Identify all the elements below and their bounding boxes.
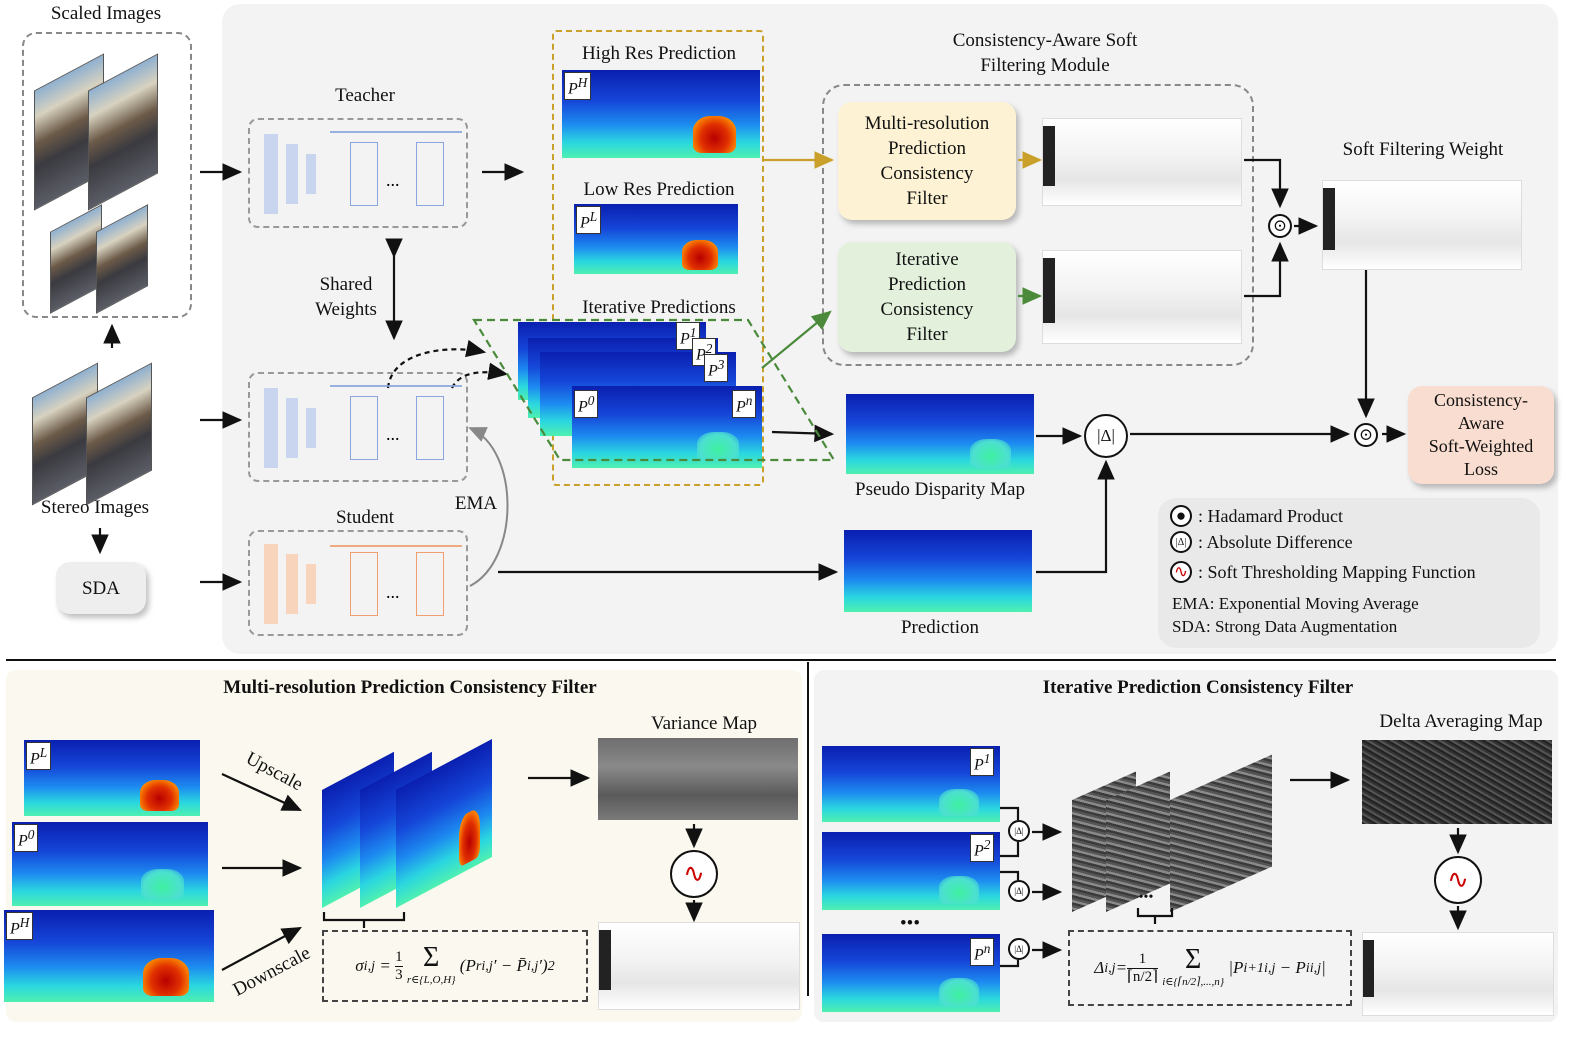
pl-label: PL bbox=[576, 206, 602, 235]
hadamard-node-top: ⊙ bbox=[1268, 214, 1292, 238]
variance-map bbox=[598, 738, 798, 820]
teacher-network bbox=[248, 118, 468, 228]
student-ellipsis: ... bbox=[386, 582, 400, 602]
iterative-label: Iterative Predictions bbox=[582, 297, 736, 318]
pseudo-disparity-map bbox=[846, 394, 1034, 474]
br-p1-label: P1 bbox=[970, 748, 995, 777]
scaled-images-label: Scaled Images bbox=[50, 3, 162, 24]
student-network-shared bbox=[248, 372, 468, 482]
legend-soft: ∿ : Soft Thresholding Mapping Function bbox=[1170, 561, 1476, 583]
bl-p0-label: P0 bbox=[14, 824, 39, 853]
bl-output-map bbox=[598, 922, 800, 1010]
student-network bbox=[248, 530, 468, 636]
p0-map bbox=[12, 822, 208, 906]
variance-map-label: Variance Map bbox=[650, 713, 758, 734]
legend-hadamard: ● : Hadamard Product bbox=[1170, 505, 1343, 527]
br-dots: ••• bbox=[900, 913, 920, 934]
legend-panel bbox=[1158, 498, 1540, 648]
p1-label: P1 bbox=[676, 322, 701, 351]
prediction-map bbox=[844, 530, 1032, 612]
soft-filtering-weight-map bbox=[1322, 180, 1522, 270]
delta-averaging-map bbox=[1362, 740, 1552, 824]
legend-ema: EMA: Exponential Moving Average bbox=[1172, 594, 1419, 613]
hadamard-node-loss: ⊙ bbox=[1354, 423, 1378, 447]
multi-resolution-filter: Multi-resolution Prediction Consistency … bbox=[838, 102, 1016, 220]
pn-label: Pn bbox=[732, 390, 757, 419]
br-pn-label: Pn bbox=[970, 938, 995, 967]
soft-threshold-node-left: ∿ bbox=[670, 850, 718, 898]
p0-label: P0 bbox=[574, 390, 599, 419]
shared-weights-label: Shared Weights bbox=[315, 274, 377, 320]
br-absdiff-1: |Δ| bbox=[1008, 820, 1030, 842]
teacher-ellipsis: ... bbox=[386, 170, 400, 190]
hadamard-icon: ● bbox=[1170, 505, 1192, 527]
iterative-prediction-filter: Iterative Prediction Consistency Filter bbox=[838, 242, 1016, 352]
loss-box: Consistency- Aware Soft-Weighted Loss bbox=[1408, 386, 1554, 484]
teacher-predictions-group bbox=[552, 30, 764, 486]
module-title: Consistency-Aware Soft Filtering Module bbox=[952, 30, 1138, 76]
pseudo-disparity-label: Pseudo Disparity Map bbox=[855, 479, 1025, 500]
br-absdiff-2: |Δ| bbox=[1008, 880, 1030, 902]
scaled-images-group bbox=[22, 32, 192, 318]
high-res-label: High Res Prediction bbox=[581, 43, 737, 64]
br-output-map bbox=[1362, 932, 1554, 1016]
bl-ph-label: PH bbox=[6, 912, 34, 941]
ema-label: EMA bbox=[454, 493, 498, 514]
teacher-label: Teacher bbox=[335, 85, 395, 106]
soft-threshold-node-right: ∿ bbox=[1434, 856, 1482, 904]
multi-res-weight-map bbox=[1042, 118, 1242, 206]
student-label: Student bbox=[335, 507, 395, 528]
prediction-label: Prediction bbox=[900, 617, 980, 638]
abs-diff-node: |Δ| bbox=[1084, 414, 1128, 458]
soft-threshold-icon: ∿ bbox=[1170, 561, 1192, 583]
delta-averaging-label: Delta Averaging Map bbox=[1379, 711, 1543, 732]
br-p2-label: P2 bbox=[970, 834, 995, 863]
low-res-prediction bbox=[574, 204, 738, 274]
bottom-right-title: Iterative Prediction Consistency Filter bbox=[1042, 677, 1354, 698]
sda-label: SDA bbox=[81, 577, 120, 599]
br-delta-dots: ••• bbox=[1138, 890, 1154, 905]
student-shared-ellipsis: ... bbox=[386, 424, 400, 444]
iterative-prediction-n bbox=[572, 386, 762, 468]
stereo-images-label: Stereo Images bbox=[40, 497, 150, 518]
p3-label: P3 bbox=[704, 354, 729, 383]
low-res-label: Low Res Prediction bbox=[583, 179, 735, 200]
ph-map bbox=[4, 910, 214, 1002]
bottom-left-title: Multi-resolution Prediction Consistency … bbox=[223, 677, 597, 698]
ph-label: PH bbox=[564, 72, 592, 101]
bl-pl-label: PL bbox=[26, 742, 52, 771]
soft-weight-label: Soft Filtering Weight bbox=[1342, 139, 1504, 160]
pl-map bbox=[24, 740, 200, 816]
sda-box: SDA bbox=[56, 562, 146, 614]
br-absdiff-3: |Δ| bbox=[1008, 938, 1030, 960]
iterative-weight-map bbox=[1042, 250, 1242, 344]
absdiff-icon: |Δ| bbox=[1170, 531, 1192, 553]
legend-sda: SDA: Strong Data Augmentation bbox=[1172, 617, 1398, 636]
soft-filtering-module bbox=[822, 84, 1254, 366]
high-res-prediction bbox=[562, 70, 760, 158]
legend-absdiff: |Δ| : Absolute Difference bbox=[1170, 531, 1353, 553]
